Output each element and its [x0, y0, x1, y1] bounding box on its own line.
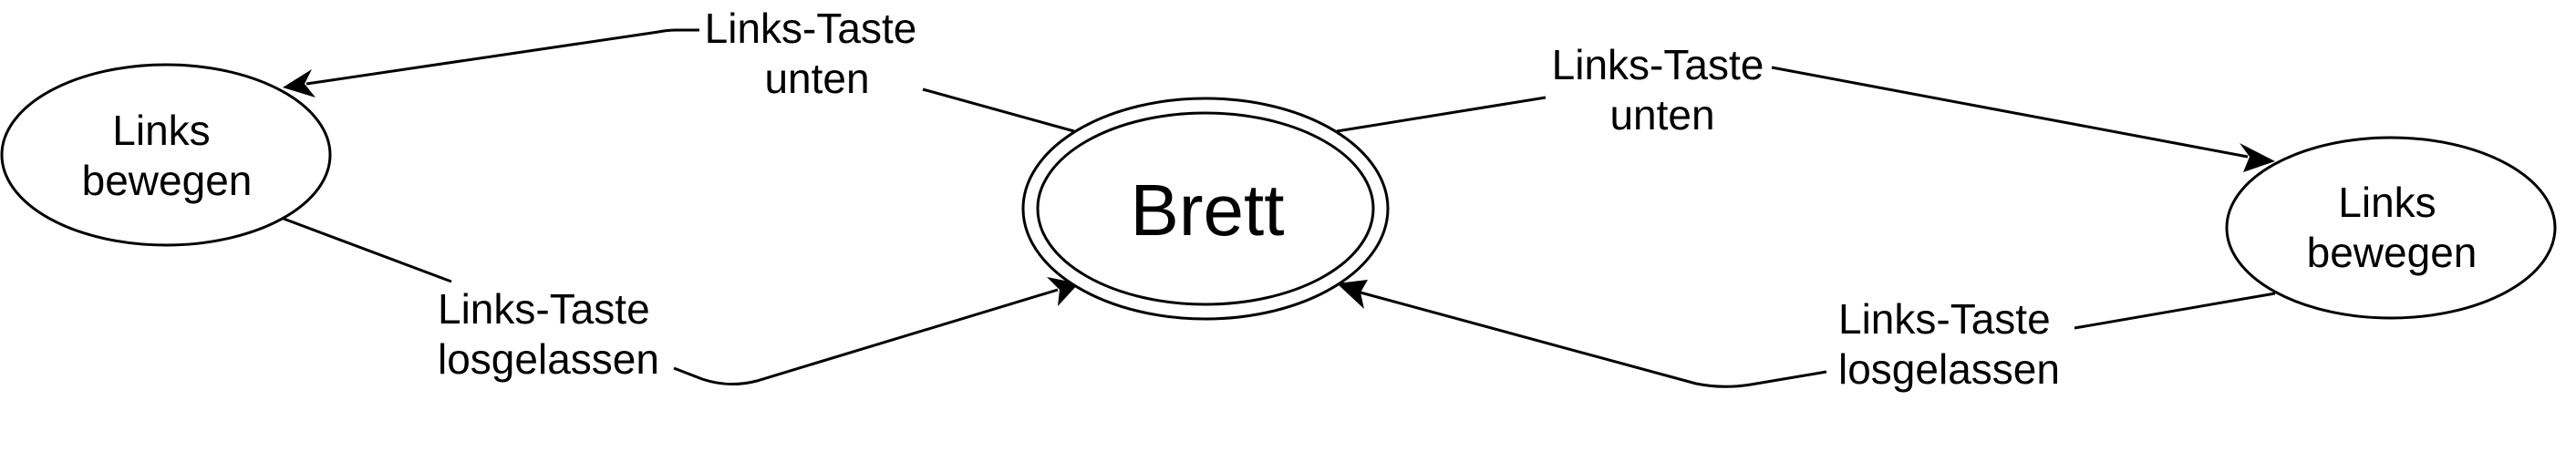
node-label: Brett [1131, 169, 1285, 251]
edge-center-to-left [283, 28, 1075, 133]
edge-line [1360, 291, 1827, 388]
edge-line [1336, 96, 1547, 133]
edge-label-line-2: losgelassen [1838, 345, 2060, 393]
node-label-line-2: bewegen [2307, 229, 2478, 276]
edge-label-line-2: unten [1609, 91, 1714, 139]
node-ellipse [0, 63, 332, 247]
edge-line [922, 87, 1075, 133]
node-left-links-bewegen: Links bewegen [0, 63, 332, 247]
edge-right-to-center [1337, 280, 2276, 388]
node-label-line-1: Links [112, 107, 210, 154]
arrowhead-icon [2240, 143, 2275, 172]
edge-label-center-to-right: Links-Taste unten [1552, 41, 1764, 139]
edge-label-line-1: Links-Taste [438, 285, 650, 333]
arrowhead-icon [283, 69, 316, 98]
edge-label-center-to-left: Links-Taste unten [705, 5, 917, 102]
node-inner-ellipse [1036, 111, 1375, 306]
edge-line [673, 288, 1059, 385]
edge-line [305, 28, 699, 86]
node-label-line-1: Links [2338, 179, 2436, 226]
edge-left-to-center [283, 217, 1079, 385]
edge-label-left-to-center: Links-Taste losgelassen [438, 285, 659, 383]
edge-label-line-2: unten [764, 55, 869, 102]
node-label-line-2: bewegen [82, 157, 253, 204]
edge-line [283, 217, 452, 283]
edge-label-line-1: Links-Taste [1838, 295, 2051, 343]
node-ellipse [2225, 136, 2557, 320]
edge-label-line-2: losgelassen [438, 335, 659, 383]
edge-label-line-1: Links-Taste [705, 5, 917, 52]
edge-line [1771, 66, 2249, 159]
arrowhead-icon [1337, 280, 1368, 309]
edge-center-to-right [1336, 66, 2275, 172]
node-right-links-bewegen: Links bewegen [2225, 136, 2557, 320]
edge-label-right-to-center: Links-Taste losgelassen [1838, 295, 2060, 393]
edge-label-line-1: Links-Taste [1552, 41, 1764, 88]
node-center-brett: Brett [1021, 97, 1390, 321]
edge-line [2074, 292, 2276, 330]
